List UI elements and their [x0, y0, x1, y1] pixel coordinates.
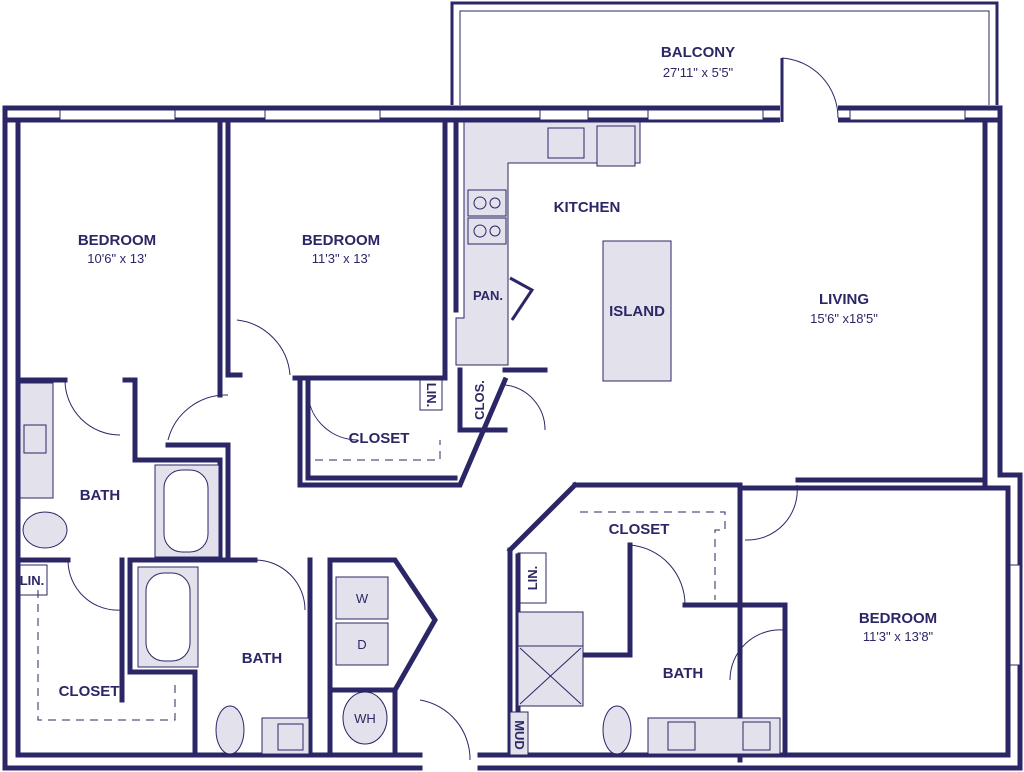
bedroom3-dims: 11'3" x 13'8" — [863, 629, 934, 644]
dryer-label: D — [357, 637, 366, 652]
toilet-icon — [215, 705, 245, 755]
doors — [64, 319, 798, 761]
bathtub-icon — [145, 572, 191, 662]
closet1-label: CLOSET — [59, 683, 120, 700]
toilet-icon — [22, 511, 68, 549]
lin1-label: LIN. — [20, 573, 45, 588]
lin-bed2-label: LIN. — [424, 383, 439, 408]
closet-master-label: CLOSET — [609, 521, 670, 538]
bedroom2-label: BEDROOM — [302, 232, 380, 249]
bath-fixtures — [19, 382, 781, 756]
bath1-label: BATH — [80, 487, 121, 504]
sink-icon — [667, 721, 696, 751]
kitchen-sink-icon — [547, 127, 585, 159]
living-dims: 15'6" x18'5" — [810, 311, 878, 326]
bathtub-icon — [163, 469, 209, 553]
bedroom3-label: BEDROOM — [859, 610, 937, 627]
room-labels: BALCONY 27'11" x 5'5" BEDROOM 10'6" x 13… — [20, 44, 937, 750]
balcony — [450, 1, 999, 105]
clos-label: CLOS. — [472, 380, 487, 420]
closet-shelves — [18, 379, 726, 721]
balcony-dims: 27'11" x 5'5" — [663, 65, 734, 80]
mud-label: MUD — [512, 720, 527, 750]
bath-master-label: BATH — [663, 665, 704, 682]
closet-bed2-label: CLOSET — [349, 430, 410, 447]
toilet-icon — [602, 705, 632, 755]
island — [602, 240, 672, 382]
living-label: LIVING — [819, 291, 869, 308]
kitchen-label: KITCHEN — [554, 199, 621, 216]
lin-master-label: LIN. — [525, 566, 540, 591]
washer-label: W — [356, 591, 369, 606]
bedroom2-dims: 11'3" x 13' — [312, 251, 371, 266]
kitchen-counters — [455, 121, 672, 382]
pantry-label: PAN. — [473, 288, 503, 303]
bath2-label: BATH — [242, 650, 283, 667]
balcony-label: BALCONY — [661, 44, 735, 61]
bedroom1-dims: 10'6" x 13' — [87, 251, 146, 266]
washer — [335, 576, 389, 620]
dryer — [335, 622, 389, 666]
water-heater — [342, 691, 388, 745]
island-label: ISLAND — [609, 303, 665, 320]
water-heater-label: WH — [354, 711, 376, 726]
sink-icon — [742, 721, 771, 751]
sink-icon — [23, 424, 47, 454]
windows — [59, 57, 1021, 666]
sink-icon — [277, 723, 304, 751]
bedroom1-label: BEDROOM — [78, 232, 156, 249]
